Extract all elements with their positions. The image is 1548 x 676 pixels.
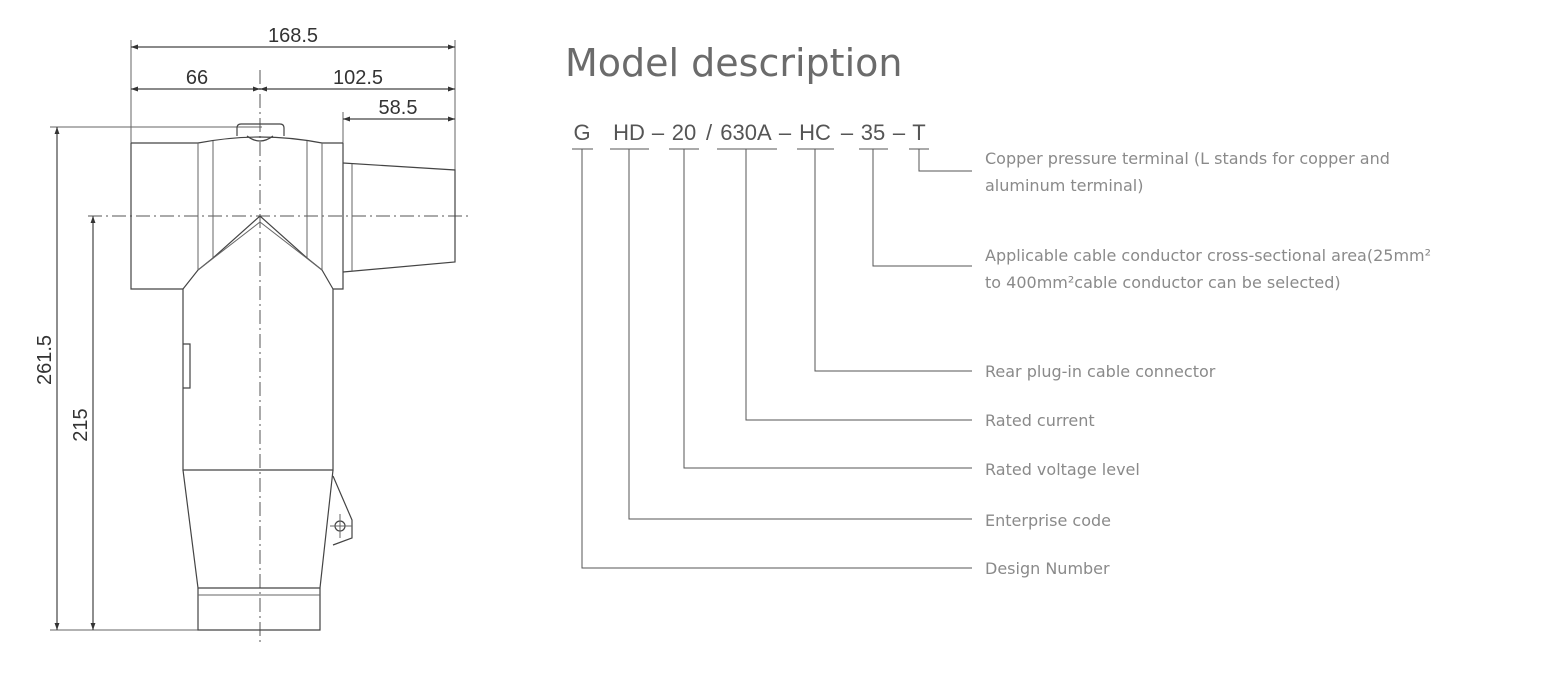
connector-drawing: 168.5 66 102.5 58.5 261.5 215 [34, 25, 470, 643]
dim-center-height: 215 [70, 408, 92, 441]
leader-voltage [683, 149, 972, 469]
vertical-body [182, 289, 334, 471]
code-segment-connector: HC [799, 120, 831, 145]
code-segment-terminal: T [912, 120, 925, 145]
leader-design [581, 149, 972, 569]
horizontal-housing [130, 136, 343, 290]
dim-overall-height: 261.5 [34, 335, 56, 385]
top-cap [236, 123, 285, 136]
desc-design: Design Number [985, 559, 1110, 578]
code-segment-current: 630A [720, 120, 772, 145]
cone-inner-line [197, 221, 323, 271]
leader-area [872, 149, 972, 267]
desc-terminal-line2: aluminum terminal) [985, 176, 1143, 195]
code-separator-1: – [652, 120, 665, 145]
desc-voltage: Rated voltage level [985, 460, 1140, 479]
cone-transition [182, 215, 334, 290]
bushing [342, 162, 456, 273]
code-separator-2: / [706, 120, 713, 145]
dim-overall-width: 168.5 [268, 25, 318, 47]
desc-terminal-line1: Copper pressure terminal (L stands for c… [985, 149, 1390, 168]
desc-area-line1: Applicable cable conductor cross-section… [985, 246, 1431, 265]
code-separator-3: – [779, 120, 792, 145]
desc-enterprise: Enterprise code [985, 511, 1111, 530]
code-separator-5: – [893, 120, 906, 145]
section-title: Model description [565, 41, 902, 85]
dim-right-part: 102.5 [333, 67, 383, 89]
code-segment-voltage: 20 [672, 120, 696, 145]
code-segment-hd: HD [613, 120, 645, 145]
desc-area-line2: to 400mm²cable conductor can be selected… [985, 273, 1341, 292]
dim-left-part: 66 [186, 67, 208, 89]
leader-current [745, 149, 972, 421]
code-segment-area: 35 [861, 120, 885, 145]
code-segment-g: G [573, 120, 590, 145]
leader-connector [814, 149, 972, 372]
leader-enterprise [628, 149, 972, 520]
body-side-tab [183, 343, 191, 389]
lower-sleeve [182, 469, 334, 589]
dim-bushing: 58.5 [379, 97, 418, 119]
bottom-ring [197, 588, 321, 631]
leader-terminal [918, 149, 972, 172]
housing-right-end [333, 143, 344, 290]
desc-current: Rated current [985, 411, 1095, 430]
model-description: Model description G HD – 20 / 630A – HC … [565, 41, 1431, 578]
grounding-lug [332, 475, 353, 546]
desc-connector: Rear plug-in cable connector [985, 362, 1216, 381]
code-separator-4: – [841, 120, 854, 145]
